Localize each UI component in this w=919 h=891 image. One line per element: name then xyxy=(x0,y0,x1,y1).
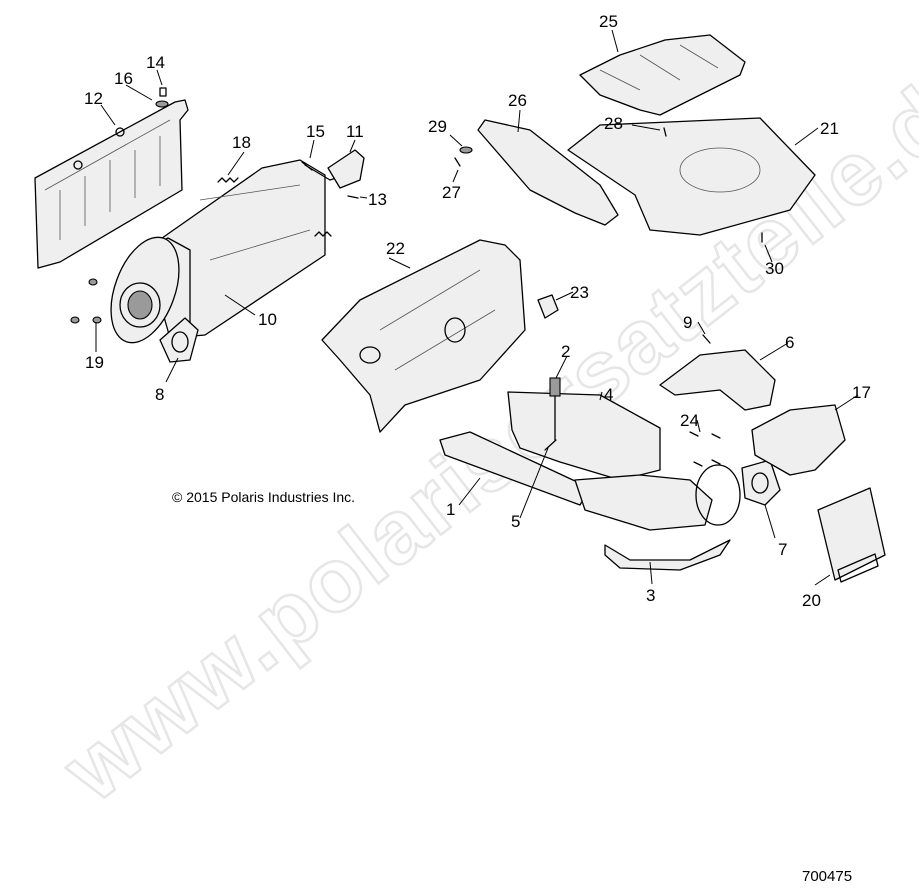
bolt-27 xyxy=(454,157,461,167)
callout-18: 18 xyxy=(232,133,251,152)
callout-3: 3 xyxy=(646,586,655,605)
washer-29 xyxy=(459,146,473,154)
callout-29: 29 xyxy=(428,117,447,136)
heat-shield-22 xyxy=(321,239,526,433)
bracket-23 xyxy=(537,294,559,319)
callout-4: 4 xyxy=(604,385,613,404)
callout-14: 14 xyxy=(146,53,165,72)
callout-5: 5 xyxy=(511,512,520,531)
bolts-24 xyxy=(689,431,721,467)
callout-28: 28 xyxy=(604,114,623,133)
leader-lines xyxy=(95,29,859,586)
callout-11: 11 xyxy=(346,122,364,141)
callout-9: 9 xyxy=(683,313,692,332)
callout-24: 24 xyxy=(680,411,699,430)
callout-25: 25 xyxy=(599,12,618,31)
callout-21: 21 xyxy=(820,119,839,138)
callout-17: 17 xyxy=(852,383,871,402)
callout-22: 22 xyxy=(386,239,405,258)
bolt-9 xyxy=(702,334,711,344)
callout-27: 27 xyxy=(442,183,461,202)
heat-shield-25 xyxy=(579,34,746,116)
spring-18 xyxy=(217,177,332,237)
callout-13: 13 xyxy=(368,190,387,209)
callout-20: 20 xyxy=(802,591,821,610)
callout-19: 19 xyxy=(85,353,104,372)
exhaust-pipe-1 xyxy=(439,431,741,531)
callout-labels: 12 14 16 18 15 11 13 10 8 19 22 23 25 26… xyxy=(84,12,871,610)
heat-shield-6 xyxy=(659,349,776,411)
callout-10: 10 xyxy=(258,310,277,329)
fastener-19 xyxy=(70,278,102,324)
callout-12: 12 xyxy=(84,89,103,108)
callout-1: 1 xyxy=(446,500,455,519)
bracket-3 xyxy=(604,539,731,571)
callout-7: 7 xyxy=(778,540,787,559)
bolt-28 xyxy=(663,127,667,137)
bracket-11 xyxy=(327,149,365,189)
drawing-number: 700475 xyxy=(802,868,852,885)
fastener-14 xyxy=(159,87,167,97)
heat-shield-21 xyxy=(567,117,816,236)
bolt-13 xyxy=(347,195,359,199)
gasket-8 xyxy=(159,317,199,363)
callout-23: 23 xyxy=(570,283,589,302)
callout-16: 16 xyxy=(114,69,133,88)
heat-shield-26 xyxy=(477,119,619,226)
callout-6: 6 xyxy=(785,333,794,352)
heat-shield-17 xyxy=(751,404,846,476)
muffler-10 xyxy=(110,159,346,344)
callout-26: 26 xyxy=(508,91,527,110)
heat-shield-12 xyxy=(34,99,189,269)
plate-20 xyxy=(817,487,886,583)
callout-15: 15 xyxy=(306,122,325,141)
callout-8: 8 xyxy=(155,385,164,404)
callout-30: 30 xyxy=(765,259,784,278)
washer-16 xyxy=(155,100,169,108)
sensor-2 xyxy=(549,377,561,441)
callout-2: 2 xyxy=(561,342,570,361)
wire-5 xyxy=(544,439,557,451)
copyright-notice: © 2015 Polaris Industries Inc. xyxy=(172,489,355,505)
clip-15 xyxy=(301,161,313,171)
